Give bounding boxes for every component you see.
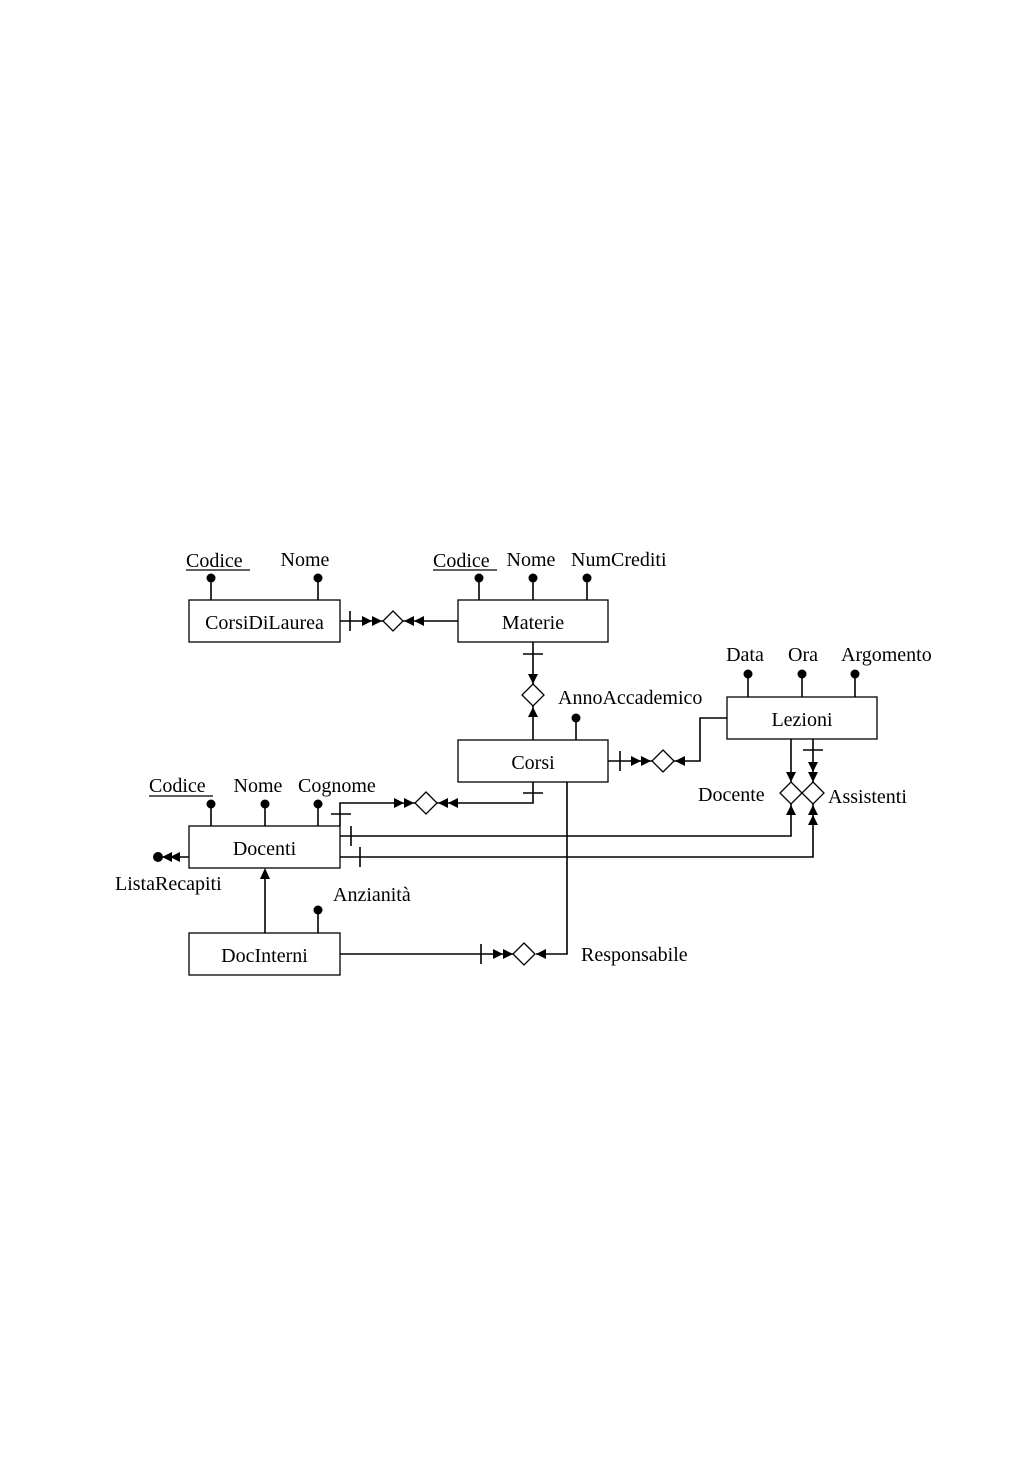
attribute-label: ListaRecapiti xyxy=(115,873,222,895)
entity-label: Corsi xyxy=(511,752,555,774)
attribute-label: Cognome xyxy=(298,775,376,797)
attribute-label: Ora xyxy=(788,644,818,666)
relationship-materie-corsi xyxy=(521,642,545,740)
attribute-label: AnnoAccademico xyxy=(558,687,702,709)
entity-docinterni: DocInterni xyxy=(188,932,341,976)
entity-lezioni: Lezioni xyxy=(726,696,878,740)
attribute-lez-data: Data xyxy=(726,644,764,697)
relationship-corsidilaurea-materie xyxy=(340,610,458,632)
attribute-corsi-annoaccademico: AnnoAccademico xyxy=(558,687,702,740)
attribute-label: Anzianità xyxy=(333,884,411,906)
attribute-label: NumCrediti xyxy=(571,549,667,571)
attribute-lez-ora: Ora xyxy=(788,644,818,697)
attribute-label: Codice xyxy=(433,550,490,572)
subset-docinterni-docenti xyxy=(260,868,270,933)
relationship-assistenti: Assistenti xyxy=(340,739,907,867)
attribute-label: Nome xyxy=(281,549,330,571)
relationship-corsi-lezioni xyxy=(608,717,727,773)
attribute-doc-cognome: Cognome xyxy=(298,775,376,826)
relationship-label: Docente xyxy=(698,784,765,806)
attribute-label: Codice xyxy=(186,550,243,572)
attribute-cdl-codice: Codice xyxy=(186,550,250,600)
attribute-label: Argomento xyxy=(841,644,932,666)
entity-corsidilaurea: CorsiDiLaurea xyxy=(188,599,341,643)
attribute-doc-listarecapiti: ListaRecapiti xyxy=(115,852,222,895)
attribute-mat-nome: Nome xyxy=(507,549,556,600)
attribute-mat-codice: Codice xyxy=(433,550,497,600)
attribute-label: Data xyxy=(726,644,764,666)
entity-docenti: Docenti xyxy=(188,825,341,869)
attribute-label: Codice xyxy=(149,775,206,797)
attribute-label: Nome xyxy=(507,549,556,571)
entity-corsi: Corsi xyxy=(457,739,609,783)
attribute-doc-codice: Codice xyxy=(149,775,216,826)
relationship-responsabile: Responsabile xyxy=(340,782,688,966)
relationship-label: Assistenti xyxy=(828,786,907,808)
entity-label: Docenti xyxy=(233,838,297,860)
attribute-label: Nome xyxy=(234,775,283,797)
entity-label: Lezioni xyxy=(771,709,833,731)
relationship-docente: Docente xyxy=(340,739,803,846)
attribute-docint-anzianita: Anzianità xyxy=(313,884,411,933)
entity-materie: Materie xyxy=(457,599,609,643)
entity-label: DocInterni xyxy=(221,945,308,967)
attribute-cdl-nome: Nome xyxy=(281,549,330,600)
attribute-doc-nome: Nome xyxy=(234,775,283,826)
entity-label: Materie xyxy=(502,612,564,634)
attribute-lez-argomento: Argomento xyxy=(841,644,932,697)
relationship-label: Responsabile xyxy=(581,944,688,966)
relationship-docenti-corsi xyxy=(331,782,543,826)
entity-label: CorsiDiLaurea xyxy=(205,612,324,634)
attribute-mat-numcrediti: NumCrediti xyxy=(571,549,667,600)
